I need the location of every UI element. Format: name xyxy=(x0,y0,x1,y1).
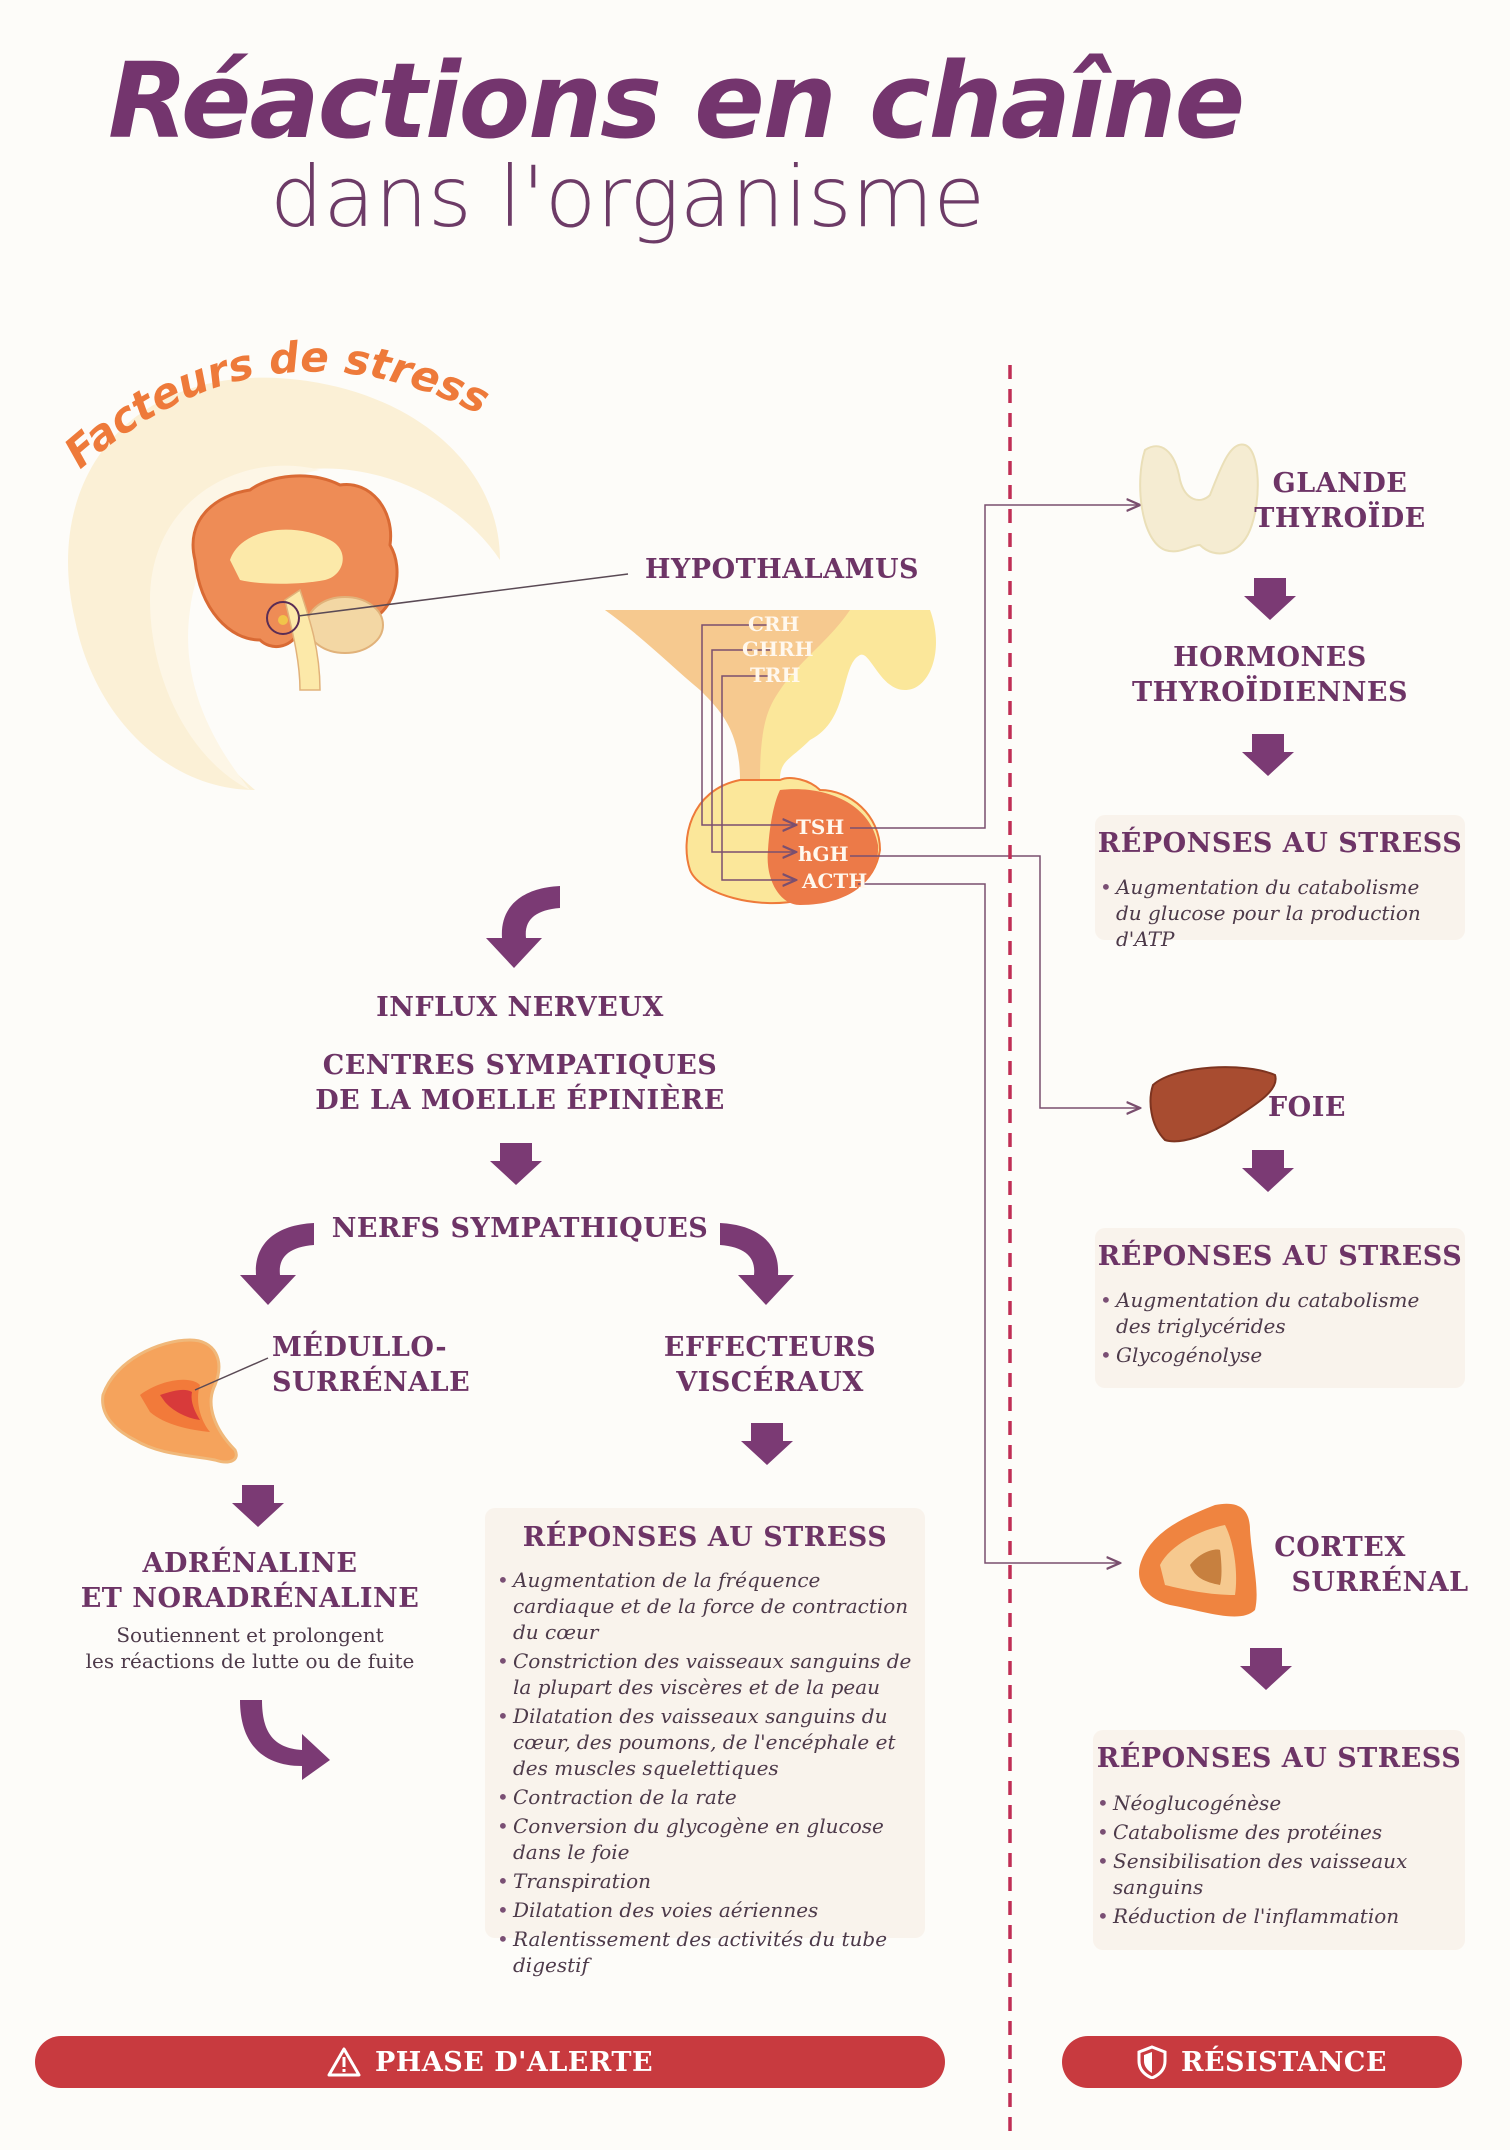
list-item: Contraction de la rate xyxy=(497,1784,915,1810)
adrenal-cortex-line-1: CORTEX xyxy=(1274,1532,1406,1563)
down-arrow-icon xyxy=(741,1423,793,1465)
curved-arrow-down-right xyxy=(240,1700,330,1780)
releasing-path-1 xyxy=(701,624,796,825)
adrenaline-line-2: ET NORADRÉNALINE xyxy=(80,1583,420,1614)
down-arrow-icon xyxy=(1242,1150,1294,1192)
liver-responses-title: RÉPONSES AU STRESS xyxy=(1097,1241,1463,1272)
visceral-effectors-line-1: EFFECTEURS xyxy=(663,1332,877,1363)
adrenal-medulla-icon xyxy=(101,1338,238,1464)
alarm-responses-title: RÉPONSES AU STRESS xyxy=(522,1522,888,1553)
alarm-phase-label: PHASE D'ALERTE xyxy=(374,2046,654,2078)
curved-arrow-left xyxy=(240,1223,314,1305)
list-item: Augmentation du catabolisme du glucose p… xyxy=(1100,874,1450,952)
sympathetic-nerves-label: NERFS SYMPATHIQUES xyxy=(331,1213,709,1244)
list-item: Glycogénolyse xyxy=(1100,1342,1450,1368)
releasing-path-2 xyxy=(711,649,796,852)
adrenaline-note-line-1: Soutiennent et prolongent xyxy=(116,1623,384,1647)
adrenaline-line-1: ADRÉNALINE xyxy=(142,1548,358,1579)
page-title: Réactions en chaîne xyxy=(108,40,1245,162)
brain-icon xyxy=(191,474,399,691)
list-item: Constriction des vaisseaux sanguins de l… xyxy=(497,1648,915,1700)
thyroid-line-1: GLANDE xyxy=(1272,468,1408,499)
adrenaline-note-line-2: les réactions de lutte ou de fuite xyxy=(85,1649,415,1673)
down-arrow-icon xyxy=(1240,1648,1292,1690)
alarm-responses-list: Augmentation de la fréquence cardiaque e… xyxy=(497,1567,915,1981)
adrenal-cortex-line-2: SURRÉNAL xyxy=(1291,1567,1469,1598)
thyroid-icon xyxy=(1139,443,1259,555)
adrenal-cortex-icon xyxy=(1139,1503,1257,1617)
list-item: Ralentissement des activités du tube dig… xyxy=(497,1926,915,1978)
thyroid-responses-list: Augmentation du catabolisme du glucose p… xyxy=(1100,874,1450,955)
nerve-impulse-label: INFLUX NERVEUX xyxy=(376,992,664,1023)
list-item: Augmentation du catabolisme des triglycé… xyxy=(1100,1287,1450,1339)
adrenal-medulla-line-1: MÉDULLO- xyxy=(272,1332,448,1363)
page-subtitle: dans l'organisme xyxy=(270,148,986,246)
acth-connector xyxy=(858,883,1120,1563)
releasing-path-3 xyxy=(721,675,796,880)
list-item: Dilatation des voies aériennes xyxy=(497,1897,915,1923)
list-item: Sensibilisation des vaisseaux sanguins xyxy=(1097,1848,1449,1900)
down-arrow-icon xyxy=(232,1485,284,1527)
hormone-trh: TRH xyxy=(750,663,801,687)
list-item: Néoglucogénèse xyxy=(1097,1790,1449,1816)
hormone-crh: CRH xyxy=(748,612,800,636)
hypothalamus-label: HYPOTHALAMUS xyxy=(645,554,920,585)
down-arrow-icon xyxy=(1244,578,1296,620)
list-item: Transpiration xyxy=(497,1868,915,1894)
liver-icon xyxy=(1149,1066,1277,1143)
medulla-pointer xyxy=(194,1357,269,1391)
thyroid-responses-title: RÉPONSES AU STRESS xyxy=(1097,828,1463,859)
list-item: Conversion du glycogène en glucose dans … xyxy=(497,1813,915,1865)
hormone-ghrh: GHRH xyxy=(742,637,814,661)
spinal-centers-line-1: CENTRES SYMPATIQUES xyxy=(322,1050,718,1081)
tsh-connector xyxy=(850,505,1140,829)
spinal-centers-line-2: DE LA MOELLE ÉPINIÈRE xyxy=(315,1085,725,1116)
liver-responses-list: Augmentation du catabolisme des triglycé… xyxy=(1100,1287,1450,1371)
cortex-responses-list: Néoglucogénèse Catabolisme des protéines… xyxy=(1097,1790,1449,1932)
resistance-phase-banner: RÉSISTANCE xyxy=(1062,2036,1462,2088)
thyroid-hormones-line-2: THYROÏDIENNES xyxy=(1131,677,1409,708)
liver-label: FOIE xyxy=(1268,1092,1346,1123)
list-item: Dilatation des vaisseaux sanguins du cœu… xyxy=(497,1703,915,1781)
cortex-responses-title: RÉPONSES AU STRESS xyxy=(1096,1743,1462,1774)
resistance-phase-label: RÉSISTANCE xyxy=(1181,2046,1387,2078)
curved-arrow-right xyxy=(720,1223,794,1305)
alarm-phase-banner: PHASE D'ALERTE xyxy=(35,2036,945,2088)
warning-icon xyxy=(327,2047,361,2077)
hormone-tsh: TSH xyxy=(796,815,845,839)
down-arrow-icon xyxy=(1242,734,1294,776)
thyroid-line-2: THYROÏDE xyxy=(1254,503,1426,534)
thyroid-hormones-line-1: HORMONES xyxy=(1173,642,1367,673)
hormone-hgh: hGH xyxy=(798,842,849,866)
list-item: Augmentation de la fréquence cardiaque e… xyxy=(497,1567,915,1645)
list-item: Réduction de l'inflammation xyxy=(1097,1903,1449,1929)
adrenal-medulla-line-2: SURRÉNALE xyxy=(272,1367,471,1398)
list-item: Catabolisme des protéines xyxy=(1097,1819,1449,1845)
hormone-acth: ACTH xyxy=(802,869,868,893)
visceral-effectors-line-2: VISCÉRAUX xyxy=(676,1367,864,1398)
hgh-connector xyxy=(850,855,1140,1108)
shield-icon xyxy=(1137,2045,1167,2079)
curved-arrow-down-left xyxy=(486,886,560,968)
hypothalamus-pointer xyxy=(297,573,629,617)
down-arrow-icon xyxy=(490,1143,542,1185)
